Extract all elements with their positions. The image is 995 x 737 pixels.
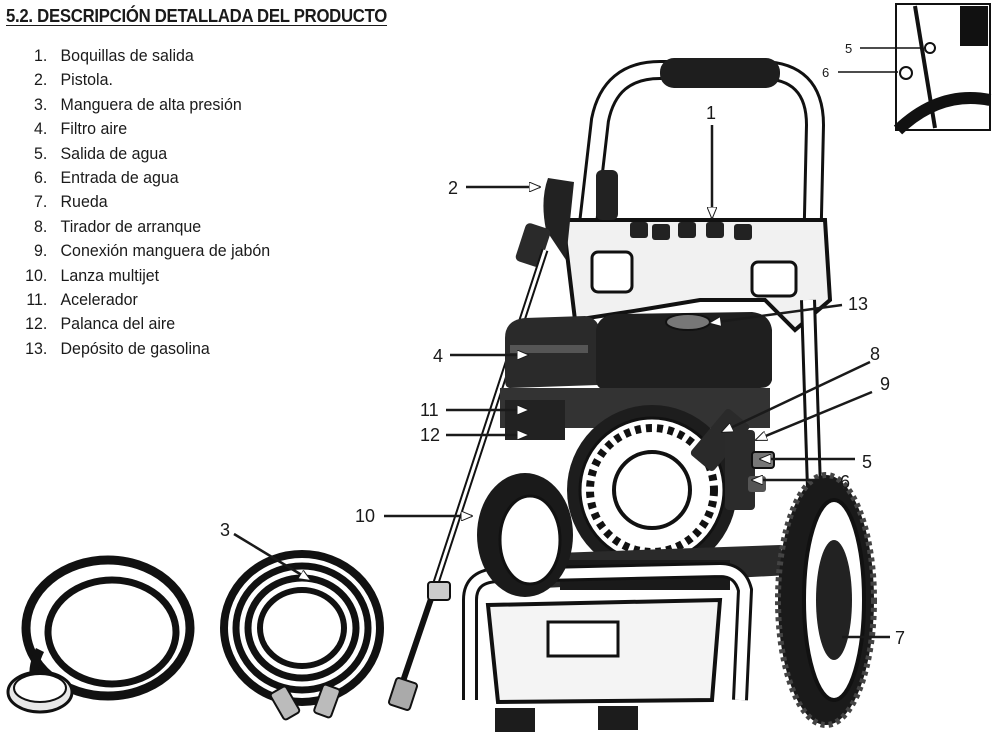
- item-label: Lanza multijet: [60, 265, 160, 285]
- callout-11: 11: [420, 400, 439, 420]
- callout-arrows: [233, 125, 890, 639]
- list-item: 2. Pistola.: [6, 68, 270, 92]
- callout-7: 7: [895, 628, 905, 648]
- callout-9: 9: [880, 374, 890, 394]
- item-label: Salida de agua: [60, 143, 168, 163]
- water-connection-inset: 5 6: [822, 3, 992, 135]
- list-item: 12. Palanca del aire: [6, 312, 270, 336]
- item-number: 11.: [26, 290, 48, 310]
- item-label: Acelerador: [60, 290, 138, 310]
- pressure-washer-drawing: [387, 58, 877, 732]
- list-item: 6. Entrada de agua: [6, 166, 270, 190]
- list-item: 8. Tirador de arranque: [6, 215, 270, 239]
- item-number: 1.: [34, 46, 48, 65]
- item-label: Palanca del aire: [60, 314, 176, 334]
- item-label: Entrada de agua: [60, 168, 179, 188]
- list-item: 3. Manguera de alta presión: [6, 93, 270, 117]
- section-title: 5.2. DESCRIPCIÓN DETALLADA DEL PRODUCTO: [6, 6, 388, 26]
- callout-12: 12: [420, 425, 440, 445]
- callout-2: 2: [448, 178, 458, 198]
- item-number: 3.: [34, 94, 48, 114]
- item-number: 9.: [34, 241, 48, 261]
- callout-arrow-3: [233, 532, 310, 580]
- list-item: 13. Depósito de gasolina: [6, 337, 270, 361]
- list-item: 4. Filtro aire: [6, 117, 270, 141]
- parts-list: 1. Boquillas de salida 2. Pistola. 3. Mangu…: [6, 44, 287, 361]
- item-number: 10.: [25, 265, 48, 285]
- callout-10: 10: [355, 506, 375, 526]
- callout-8: 8: [870, 344, 880, 364]
- callout-arrow-9: [756, 390, 873, 442]
- list-item: 9. Conexión manguera de jabón: [6, 239, 270, 263]
- item-label: Tirador de arranque: [60, 216, 202, 236]
- item-label: Rueda: [60, 192, 108, 212]
- callout-4: 4: [433, 346, 443, 366]
- item-label: Boquillas de salida: [60, 46, 194, 65]
- item-number: 2.: [34, 70, 48, 90]
- item-label: Filtro aire: [60, 119, 128, 139]
- high-pressure-hose-drawing: [220, 550, 384, 721]
- callout-arrow-8: [722, 360, 871, 434]
- item-number: 6.: [34, 168, 48, 188]
- hose-drawing: [6, 555, 195, 714]
- item-number: 7.: [34, 192, 48, 212]
- callout-5: 5: [862, 452, 872, 472]
- callout-arrow-13: [710, 303, 843, 323]
- item-label: Conexión manguera de jabón: [60, 241, 271, 261]
- item-label: Pistola.: [60, 70, 113, 90]
- item-number: 5.: [34, 143, 48, 163]
- list-item: 7. Rueda: [6, 190, 270, 214]
- item-number: 8.: [34, 216, 48, 236]
- inset-callout-5: 5: [845, 41, 852, 56]
- item-number: 13.: [25, 338, 48, 358]
- item-number: 12.: [25, 314, 48, 334]
- callout-1: 1: [706, 103, 716, 123]
- list-item: 10. Lanza multijet: [6, 264, 270, 288]
- item-number: 4.: [34, 119, 48, 139]
- callout-6: 6: [840, 472, 850, 492]
- callout-3: 3: [220, 520, 230, 540]
- list-item: 5. Salida de agua: [6, 142, 270, 166]
- list-item: 1. Boquillas de salida: [6, 44, 270, 68]
- inset-callout-6: 6: [822, 65, 829, 80]
- callout-13: 13: [848, 294, 868, 314]
- item-label: Manguera de alta presión: [60, 94, 242, 114]
- item-label: Depósito de gasolina: [60, 338, 210, 358]
- list-item: 11. Acelerador: [6, 288, 270, 312]
